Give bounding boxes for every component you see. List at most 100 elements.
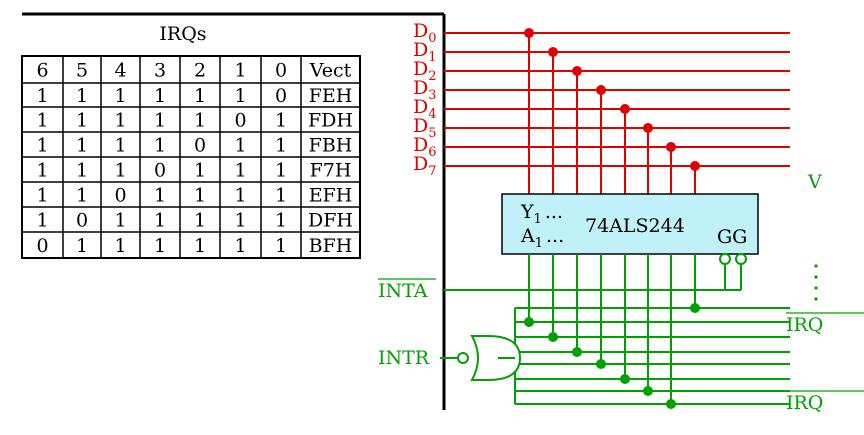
enable-bubble bbox=[719, 253, 731, 265]
data-bus-label: D0 bbox=[413, 20, 437, 46]
table-cell: 1 bbox=[234, 235, 246, 257]
table-cell: 1 bbox=[114, 135, 126, 157]
table-cell: 1 bbox=[194, 110, 206, 132]
chip-y-label: Y1... bbox=[520, 201, 563, 227]
data-bus-lines bbox=[444, 32, 790, 167]
intr-label: INTR bbox=[378, 347, 430, 369]
table-cell: 1 bbox=[76, 110, 88, 132]
table-cell: 1 bbox=[114, 110, 126, 132]
table-cell: 1 bbox=[76, 135, 88, 157]
table-cell: 1 bbox=[154, 85, 166, 107]
table-cell: BFH bbox=[309, 235, 353, 257]
buffer-chip-74als244: Y1... A1... 74ALS244 GG bbox=[501, 193, 759, 255]
table-cell: 0 bbox=[36, 235, 48, 257]
table-cell: 1 bbox=[114, 210, 126, 232]
table-cell: 1 bbox=[275, 110, 287, 132]
table-cell: 1 bbox=[275, 185, 287, 207]
table-cell: 1 bbox=[234, 85, 246, 107]
continuation-dot bbox=[814, 264, 818, 268]
table-cell: FBH bbox=[309, 135, 353, 157]
table-header-cell: 0 bbox=[275, 60, 287, 82]
table-cell: 1 bbox=[234, 160, 246, 182]
data-bus-label: D5 bbox=[413, 115, 437, 141]
continuation-dot bbox=[814, 297, 818, 301]
table-header-cell: 5 bbox=[76, 60, 88, 82]
table-cell: 1 bbox=[234, 210, 246, 232]
table-cell: 1 bbox=[275, 235, 287, 257]
irq-bottom-label: IRQ bbox=[786, 392, 823, 414]
table-cell: 1 bbox=[76, 160, 88, 182]
table-cell: 1 bbox=[234, 135, 246, 157]
data-bus-label: D1 bbox=[413, 39, 437, 65]
continuation-dot bbox=[814, 275, 818, 279]
table-cell: 1 bbox=[275, 135, 287, 157]
table-cell: 1 bbox=[154, 235, 166, 257]
table-cell: 0 bbox=[76, 210, 88, 232]
table-cell: 1 bbox=[36, 135, 48, 157]
table-cell: 0 bbox=[275, 85, 287, 107]
table-header-cell: 1 bbox=[234, 60, 246, 82]
right-edge-partial-label: V bbox=[807, 171, 822, 193]
data-bus-label: D4 bbox=[413, 96, 437, 122]
table-cell: 1 bbox=[275, 210, 287, 232]
data-bus-label: D2 bbox=[413, 58, 437, 84]
inta-label: INTA bbox=[378, 280, 428, 302]
table-cell: FDH bbox=[308, 110, 353, 132]
table-cell: F7H bbox=[310, 160, 352, 182]
data-bus-junction-dot bbox=[620, 104, 630, 114]
data-bus-label: D6 bbox=[413, 134, 437, 160]
table-cell: 1 bbox=[194, 160, 206, 182]
table-cell: 1 bbox=[194, 185, 206, 207]
chip-name: 74ALS244 bbox=[585, 215, 685, 237]
table-grid-lines bbox=[22, 56, 360, 258]
table-header-cell: 6 bbox=[36, 60, 48, 82]
table-title: IRQs bbox=[159, 23, 206, 45]
table-header-cell: Vect bbox=[309, 60, 352, 82]
data-bus-junction-dot bbox=[548, 47, 558, 57]
table-cell: 1 bbox=[154, 210, 166, 232]
data-bus-junction-dot bbox=[643, 123, 653, 133]
table-cell: 1 bbox=[114, 235, 126, 257]
nand-gate bbox=[470, 335, 522, 381]
data-bus-label: D3 bbox=[413, 77, 437, 103]
table-cell: 1 bbox=[114, 160, 126, 182]
data-bus-label: D7 bbox=[413, 153, 437, 179]
table-cell: 1 bbox=[36, 185, 48, 207]
table-header-cell: 4 bbox=[114, 60, 126, 82]
table-cell: 1 bbox=[154, 185, 166, 207]
table-cell: 1 bbox=[36, 210, 48, 232]
table-cell: 1 bbox=[76, 235, 88, 257]
continuation-dot bbox=[814, 286, 818, 290]
table-cell: 0 bbox=[114, 185, 126, 207]
table-cell: EFH bbox=[309, 185, 353, 207]
table-cell: 1 bbox=[36, 85, 48, 107]
irq-input-wiring bbox=[440, 253, 818, 409]
table-header-cell: 2 bbox=[194, 60, 206, 82]
table-cell: 1 bbox=[194, 235, 206, 257]
table-cell: FEH bbox=[309, 85, 353, 107]
irq-top-label: IRQ bbox=[786, 314, 823, 336]
chip-body bbox=[501, 193, 759, 255]
table-cell: 1 bbox=[76, 85, 88, 107]
table-cell: 0 bbox=[154, 160, 166, 182]
table-cell: 1 bbox=[194, 210, 206, 232]
table-cell: 1 bbox=[234, 185, 246, 207]
data-bus-taps bbox=[524, 28, 700, 194]
data-bus-junction-dot bbox=[524, 28, 534, 38]
chip-enable-label: GG bbox=[717, 226, 747, 248]
table-cell: 0 bbox=[234, 110, 246, 132]
table-cell: 1 bbox=[154, 135, 166, 157]
chip-a-label: A1... bbox=[520, 225, 564, 251]
data-bus-junction-dot bbox=[666, 142, 676, 152]
data-bus-junction-dot bbox=[572, 66, 582, 76]
table-cell: 1 bbox=[194, 85, 206, 107]
table-cell: 1 bbox=[36, 110, 48, 132]
data-bus-junction-dot bbox=[690, 161, 700, 171]
intr-bubble bbox=[457, 352, 469, 364]
table-cell: 1 bbox=[275, 160, 287, 182]
table-cell: DFH bbox=[308, 210, 353, 232]
